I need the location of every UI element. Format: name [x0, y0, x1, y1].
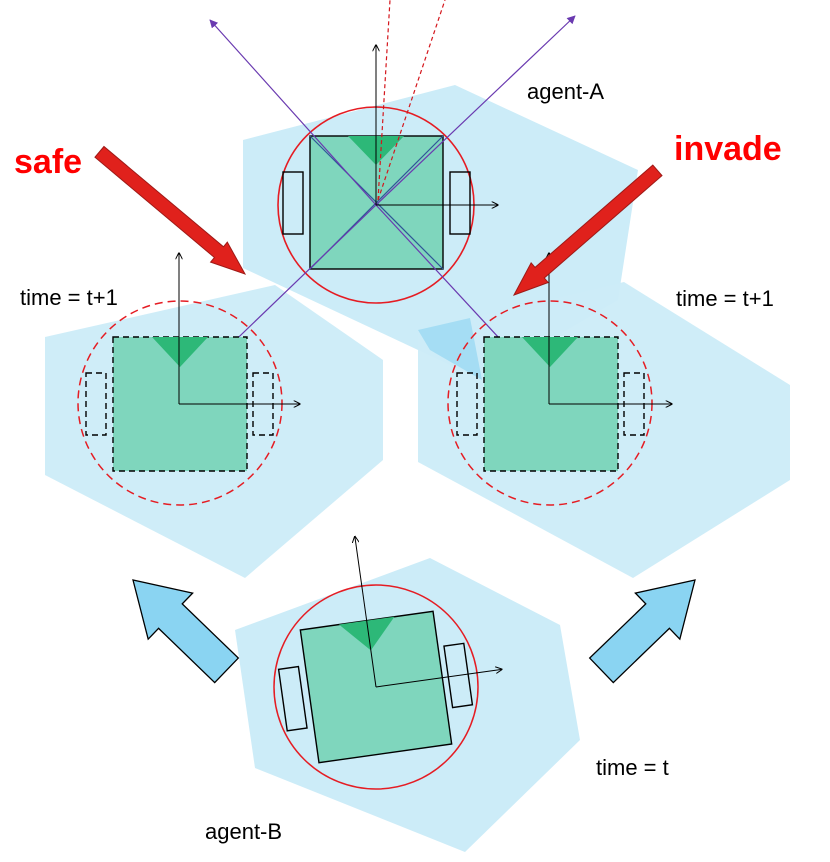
robot-left-future [77, 253, 300, 506]
safe-label: safe [14, 143, 83, 181]
safe-arrow [94, 145, 247, 275]
agent-a-label: agent-A [527, 79, 605, 104]
overlap-region [418, 318, 482, 380]
agent-b-label: agent-B [205, 819, 283, 844]
invade-label: invade [674, 130, 782, 168]
time-now-label: time = t [596, 755, 669, 780]
invade-arrow [512, 164, 663, 296]
motion-arrow-left [132, 579, 240, 684]
time-right-label: time = t+1 [676, 286, 774, 311]
agent-b-robot [273, 519, 511, 790]
robot-right-future [447, 253, 672, 506]
time-left-label: time = t+1 [20, 285, 118, 310]
agent-a-robot [191, 0, 576, 383]
motion-arrow-right [588, 579, 696, 684]
